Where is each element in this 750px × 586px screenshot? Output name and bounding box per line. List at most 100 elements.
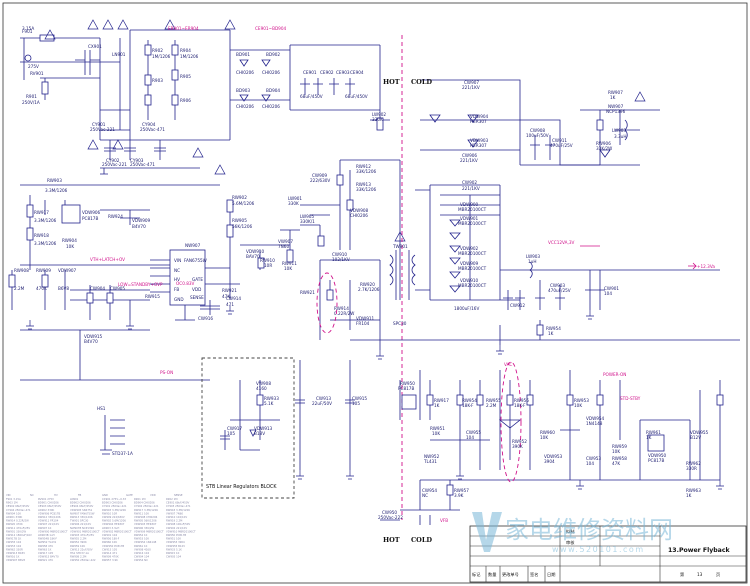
svg-text:CE903: CE903 xyxy=(336,70,350,75)
svg-text:22uF/50V: 22uF/50V xyxy=(312,401,332,406)
component-ref-rw906: RW906 33K/2W xyxy=(134,526,155,530)
svg-text:VDW904: VDW904 xyxy=(470,114,489,119)
page-left: 第 xyxy=(680,571,684,578)
svg-text:VDW906: VDW906 xyxy=(82,210,101,215)
component-ref-vdw909: VDW909 MBR20100CT xyxy=(134,529,164,533)
component-ref-r901: R901 1M xyxy=(134,497,145,501)
svg-text:2.2M: 2.2M xyxy=(14,286,25,291)
component-ref-bd901: BD901 CHI0206 xyxy=(38,501,59,505)
svg-text:VDW908: VDW908 xyxy=(350,208,369,213)
component-ref-vdw913: VDW913 B18V xyxy=(6,551,25,555)
component-ref-rw957: RW957 3.9K xyxy=(102,558,118,562)
component-ref-ce904: CE904 68uF/450V xyxy=(70,504,93,508)
component-ref-bd903: BD903 CHI0206 xyxy=(102,501,123,505)
svg-text:RW961: RW961 xyxy=(646,430,661,435)
component-ref-rw955: RW955 2.2M xyxy=(70,537,86,541)
bridge-bulk-section: BD901 CHI0206 BD902 CHI0206 BD903 CHI020… xyxy=(168,26,380,140)
svg-text:NC: NC xyxy=(174,268,180,273)
watermark-url: www.520101.com xyxy=(552,545,645,554)
component-ref-cw917: CW917 105 xyxy=(38,551,53,555)
svg-text:VDW907: VDW907 xyxy=(58,268,77,273)
component-ref-rw916: RW916 1K xyxy=(6,555,20,559)
component-ref-vdw910: VDW910 MBR20100CT xyxy=(166,529,196,533)
svg-text:1K: 1K xyxy=(548,331,554,336)
hot-label-bottom: HOT xyxy=(383,536,400,544)
svg-text:SENSE: SENSE xyxy=(190,295,204,300)
component-ref-rw914: RW914 0.22R/2W xyxy=(6,519,29,523)
component-ref-rw915: RW915 1K xyxy=(166,551,180,555)
svg-text:RW924: RW924 xyxy=(108,214,123,219)
component-ref-ln901: LN901 xyxy=(70,497,79,501)
svg-text:CHI0206: CHI0206 xyxy=(236,70,254,75)
component-ref-ce902: CE902 68uF/450V xyxy=(6,504,29,508)
stb-regulator-block: VW908 4160 RW933 5.1K CW917 105 VDW913 B… xyxy=(201,357,367,499)
svg-text:470K: 470K xyxy=(36,286,47,291)
svg-text:RW915: RW915 xyxy=(145,294,160,299)
svg-text:1M/1206: 1M/1206 xyxy=(180,54,199,59)
svg-text:RW918: RW918 xyxy=(34,233,49,238)
svg-text:RW953: RW953 xyxy=(574,398,589,403)
component-ref-nw907b: NW907B NCP1396 xyxy=(70,526,94,530)
component-ref-lw902: LW902 330K xyxy=(38,508,54,512)
component-ref-vdw906: VDW906 PC817B xyxy=(38,511,60,515)
svg-text:VDW955: VDW955 xyxy=(690,430,709,435)
svg-text:NW907: NW907 xyxy=(185,243,201,248)
svg-text:CW954: CW954 xyxy=(422,488,437,493)
component-ref-rw954b: RW954B 18K-F xyxy=(38,537,57,541)
svg-text:CW955: CW955 xyxy=(466,430,481,435)
component-ref-hs1: HS1 STD37-1A xyxy=(70,551,89,555)
component-ref-rw913: RW913 33K/1206 xyxy=(70,515,93,519)
watermark: 家电维修资料网 www.520101.com xyxy=(472,512,673,554)
svg-text:VW908: VW908 xyxy=(256,381,271,386)
svg-text:CY904: CY904 xyxy=(142,122,156,127)
vfb-label: VFB xyxy=(440,518,448,523)
svg-text:RW904: RW904 xyxy=(62,238,77,243)
component-ref-rw961: RW961 1K xyxy=(134,544,148,548)
component-ref-vdw908: VDW908 CHI0206 xyxy=(134,515,158,519)
component-ref-bd904: BD904 CHI0206 xyxy=(134,501,155,505)
component-ref-cw907: CW907 221/1KV xyxy=(38,522,59,526)
svg-text:CHI0206: CHI0206 xyxy=(262,70,280,75)
svg-text:NW952: NW952 xyxy=(424,454,440,459)
svg-text:10K: 10K xyxy=(284,266,292,271)
component-ref-vdw954: VDW954 1N4148 xyxy=(134,540,157,544)
svg-text:LN901: LN901 xyxy=(112,52,126,57)
svg-text:VDW903: VDW903 xyxy=(470,138,489,143)
svg-text:RW951: RW951 xyxy=(430,426,445,431)
ground-symbols xyxy=(26,305,724,490)
component-ref-rw956: RW956 18K-F xyxy=(102,537,120,541)
svg-text:HER307: HER307 xyxy=(470,119,487,124)
svg-text:MBR20100CT: MBR20100CT xyxy=(458,207,487,212)
svg-text:104: 104 xyxy=(604,291,612,296)
ocs-label: OC0.83V xyxy=(176,281,195,286)
component-ref-vw907: VW907 7N60 xyxy=(166,511,183,515)
ic-pin-fb: FB xyxy=(78,493,81,497)
ic-pin-vdd: VDD xyxy=(150,493,156,497)
svg-text:RW911: RW911 xyxy=(282,261,297,266)
svg-text:222/630V: 222/630V xyxy=(310,178,330,183)
svg-text:3.3M/1206: 3.3M/1206 xyxy=(34,218,57,223)
svg-text:CW907: CW907 xyxy=(464,80,479,85)
svg-text:RW902: RW902 xyxy=(232,195,247,200)
svg-text:RW962: RW962 xyxy=(686,461,701,466)
svg-text:CW902: CW902 xyxy=(462,180,477,185)
component-ref-nw907: NW907 FAN6755W xyxy=(70,511,95,515)
svg-text:RV901: RV901 xyxy=(30,71,44,76)
svg-text:RW921: RW921 xyxy=(222,288,237,293)
svg-text:VW907: VW907 xyxy=(278,239,293,244)
component-ref-lw903: LW903 3.3uH xyxy=(102,526,119,530)
svg-text:1N4148: 1N4148 xyxy=(586,421,603,426)
page-number: 13 xyxy=(697,572,703,577)
vcc-label: VCC12VA,3V xyxy=(548,240,574,245)
component-ref-rw954: RW954 1K xyxy=(134,533,148,537)
component-ref-vdw901: VDW901 MBR20100CT xyxy=(70,529,100,533)
col-date: 日期 xyxy=(547,572,555,578)
svg-text:LW903: LW903 xyxy=(612,128,626,133)
svg-text:RW950: RW950 xyxy=(400,381,415,386)
svg-text:250Vac-221: 250Vac-221 xyxy=(102,162,127,167)
svg-text:VDW953: VDW953 xyxy=(544,454,563,459)
component-ref-rw958: RW958 47K xyxy=(38,544,53,548)
svg-text:CW906: CW906 xyxy=(462,153,477,158)
svg-text:RW917: RW917 xyxy=(434,398,449,403)
